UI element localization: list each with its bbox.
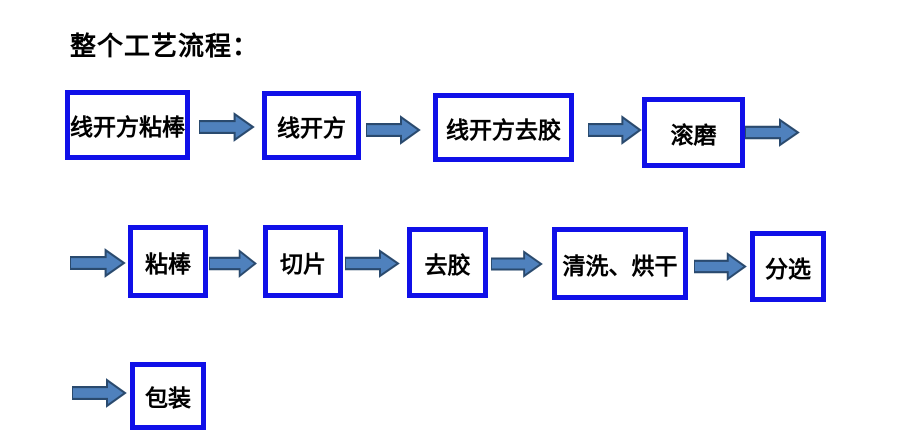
flow-step-rod-gluing: 粘棒 — [128, 225, 208, 298]
right-arrow-icon — [199, 112, 256, 142]
flow-step-label: 切片 — [280, 251, 326, 277]
right-arrow-icon — [588, 115, 643, 145]
flow-step-label: 去胶 — [424, 252, 471, 278]
flow-step-label: 包装 — [145, 386, 191, 411]
flow-step-wire-squaring-deglue: 线开方去胶 — [433, 93, 574, 162]
flow-step-packaging: 包装 — [130, 362, 206, 430]
right-arrow-icon — [209, 249, 258, 278]
right-arrow-icon — [70, 248, 127, 278]
right-arrow-icon — [491, 250, 544, 278]
right-arrow-icon — [694, 252, 748, 281]
flow-step-label: 线开方粘棒 — [70, 115, 185, 140]
flow-step-label: 线开方去胶 — [446, 117, 561, 143]
flow-step-label: 线开方 — [277, 115, 346, 141]
right-arrow-icon — [366, 115, 422, 145]
flow-step-barrel-grinding: 滚磨 — [642, 97, 745, 168]
right-arrow-icon — [345, 249, 401, 278]
flow-step-cleaning-drying: 清洗、烘干 — [552, 227, 688, 300]
flow-step-sorting: 分选 — [750, 231, 826, 302]
flow-step-label: 清洗、烘干 — [562, 253, 678, 279]
flow-step-wire-squaring: 线开方 — [262, 91, 361, 160]
flow-step-wire-squaring-gluing: 线开方粘棒 — [65, 90, 190, 160]
right-arrow-icon — [745, 118, 801, 147]
flow-step-slicing: 切片 — [263, 225, 343, 298]
flow-step-label: 分选 — [765, 256, 811, 282]
right-arrow-icon — [72, 378, 128, 408]
flow-step-label: 滚磨 — [670, 122, 717, 148]
flow-step-label: 粘棒 — [145, 251, 191, 277]
flow-step-degluing: 去胶 — [407, 227, 488, 298]
page-title: 整个工艺流程： — [70, 32, 260, 61]
